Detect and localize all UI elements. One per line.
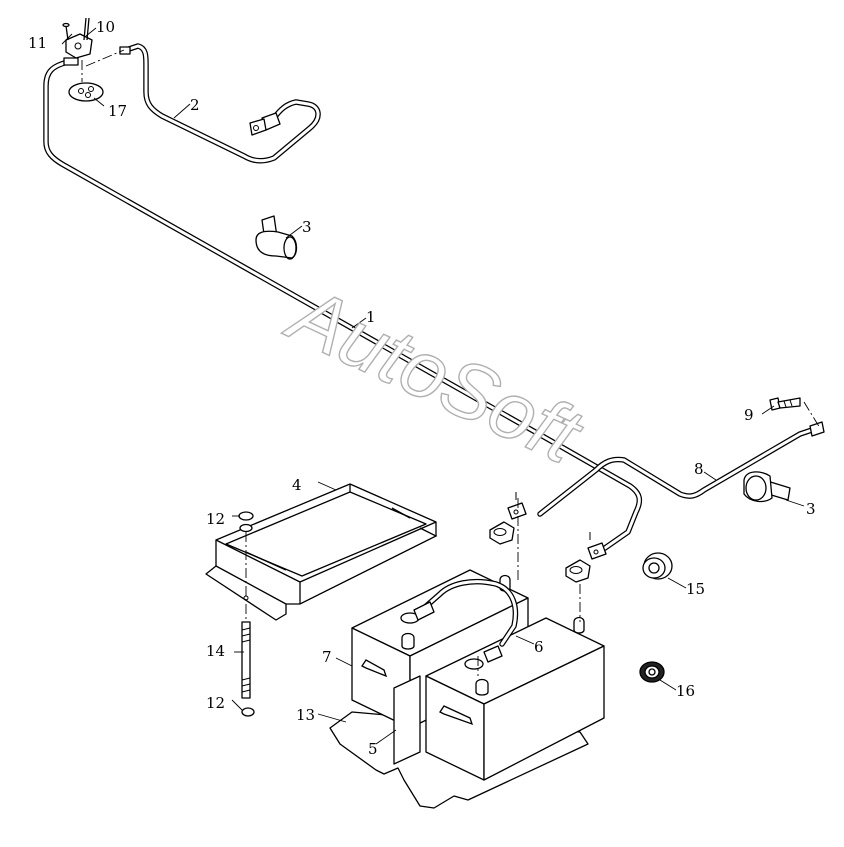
callout-14: 14 [206, 642, 225, 660]
callout-8: 8 [694, 460, 704, 478]
cable-terminal-2 [565, 532, 607, 583]
bolt-9 [769, 397, 821, 429]
callout-9: 9 [744, 406, 754, 424]
separator-5 [393, 675, 421, 765]
callout-2: 2 [190, 96, 200, 114]
cable-2 [119, 43, 321, 164]
callout-3-upper: 3 [302, 218, 312, 236]
callout-15: 15 [686, 580, 705, 598]
plate-17 [68, 82, 104, 102]
callouts: 11 10 17 2 3 1 9 8 3 4 12 15 6 14 7 16 1… [28, 18, 816, 758]
callout-10: 10 [96, 18, 115, 36]
callout-3-right: 3 [806, 500, 816, 518]
battery-6 [425, 616, 605, 781]
bracket-4 [205, 483, 438, 621]
leader-lines [61, 27, 805, 745]
callout-7: 7 [322, 648, 332, 666]
callout-11: 11 [28, 34, 47, 52]
callout-1: 1 [366, 308, 376, 326]
cable-8 [537, 421, 825, 517]
callout-6: 6 [534, 638, 544, 656]
terminal-block-10 [65, 17, 93, 59]
nut-12-lower [241, 707, 255, 717]
watermark-text: AutoSoft [274, 268, 596, 481]
grommet-15 [642, 552, 673, 580]
screw-11 [62, 22, 70, 41]
grommet-16 [639, 661, 665, 683]
clamp-3-right [743, 471, 791, 503]
cable-1 [43, 57, 643, 551]
jumper-cable [413, 578, 519, 647]
callout-16: 16 [676, 682, 695, 700]
callout-17: 17 [108, 102, 127, 120]
callout-12-lower: 12 [206, 694, 225, 712]
rod-14 [241, 621, 251, 699]
nut-12-upper [238, 511, 254, 533]
callout-13: 13 [296, 706, 315, 724]
callout-12-upper: 12 [206, 510, 225, 528]
callout-5: 5 [368, 740, 378, 758]
clamp-3-upper [255, 215, 298, 260]
cable-terminal-1 [489, 492, 527, 545]
callout-4: 4 [292, 476, 302, 494]
